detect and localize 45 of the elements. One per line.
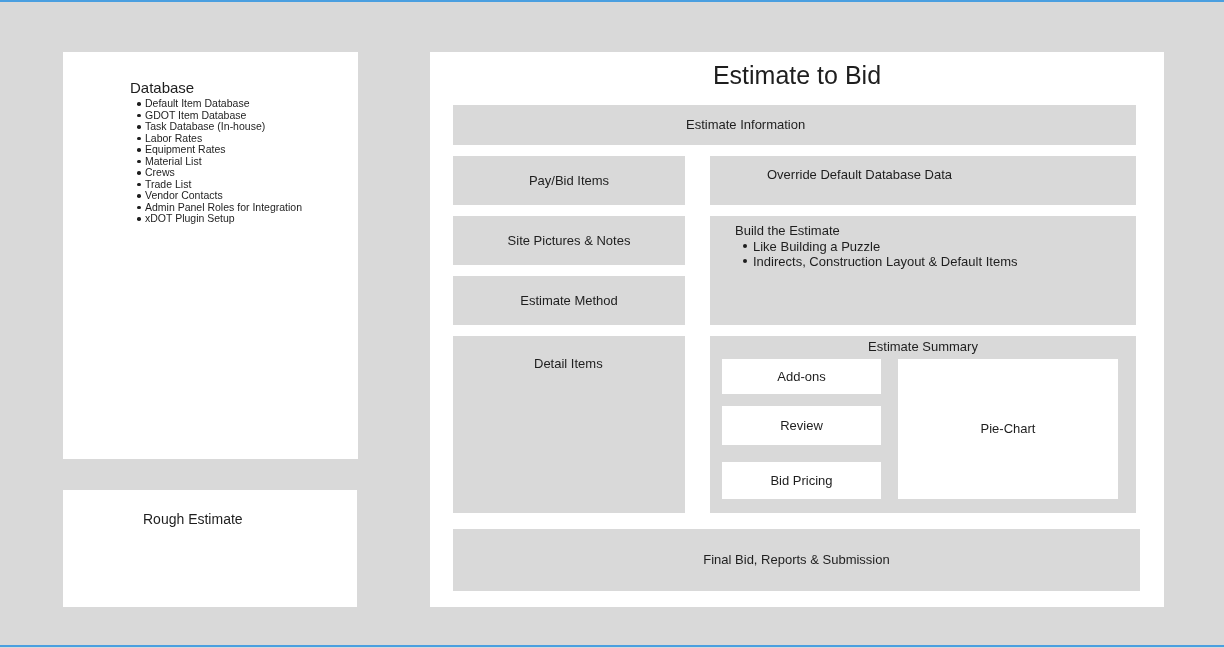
panel-heading: Database bbox=[130, 79, 195, 97]
list-item: Crews bbox=[137, 167, 302, 179]
list-item: Like Building a Puzzle bbox=[743, 238, 1018, 254]
panel-heading: Estimate to Bid bbox=[712, 60, 882, 90]
section-label: Pie-Chart bbox=[980, 421, 1036, 437]
section-label: Override Default Database Data bbox=[767, 167, 952, 183]
list-item: Trade List bbox=[137, 178, 302, 191]
panel-card bbox=[63, 52, 358, 459]
section-label: Estimate Method bbox=[520, 292, 618, 309]
list-item: GDOT Item Database bbox=[137, 109, 302, 122]
section-label: Build the Estimate bbox=[735, 223, 840, 239]
section-label: Bid Pricing bbox=[770, 472, 833, 489]
section-label: Estimate Information bbox=[686, 117, 806, 133]
section-block bbox=[453, 105, 1136, 145]
list-item: Equipment Rates bbox=[137, 144, 302, 156]
list-item: Admin Panel Roles for Integration bbox=[137, 201, 302, 214]
sub-block bbox=[722, 462, 881, 499]
section-label: Final Bid, Reports & Submission bbox=[703, 552, 890, 568]
panel-heading: Rough Estimate bbox=[143, 511, 243, 528]
list-item: xDOT Plugin Setup bbox=[137, 213, 302, 225]
panel-card bbox=[430, 52, 1164, 607]
section-label: Estimate Summary bbox=[868, 339, 978, 355]
sub-block bbox=[722, 359, 881, 394]
list-item: Default Item Database bbox=[137, 98, 302, 110]
section-label: Add-ons bbox=[777, 368, 826, 385]
section-block bbox=[453, 216, 685, 265]
list-item: Vendor Contacts bbox=[137, 190, 302, 202]
sub-block bbox=[722, 406, 881, 445]
list-item: Task Database (In-house) bbox=[137, 121, 302, 133]
section-block bbox=[453, 336, 685, 513]
list-item: Indirects, Construction Layout & Default Items bbox=[743, 253, 1018, 269]
panel-card bbox=[63, 490, 357, 607]
section-block bbox=[453, 276, 685, 325]
sub-block bbox=[898, 359, 1118, 499]
section-block bbox=[453, 156, 685, 205]
section-block bbox=[710, 156, 1136, 205]
section-label: Review bbox=[780, 417, 823, 434]
section-label: Site Pictures & Notes bbox=[507, 232, 631, 249]
section-block bbox=[710, 216, 1136, 325]
list-item: Material List bbox=[137, 155, 302, 168]
section-block bbox=[453, 529, 1140, 591]
section-label: Detail Items bbox=[534, 356, 603, 372]
section-block bbox=[710, 336, 1136, 513]
section-label: Pay/Bid Items bbox=[528, 172, 610, 189]
list-item: Labor Rates bbox=[137, 132, 302, 145]
